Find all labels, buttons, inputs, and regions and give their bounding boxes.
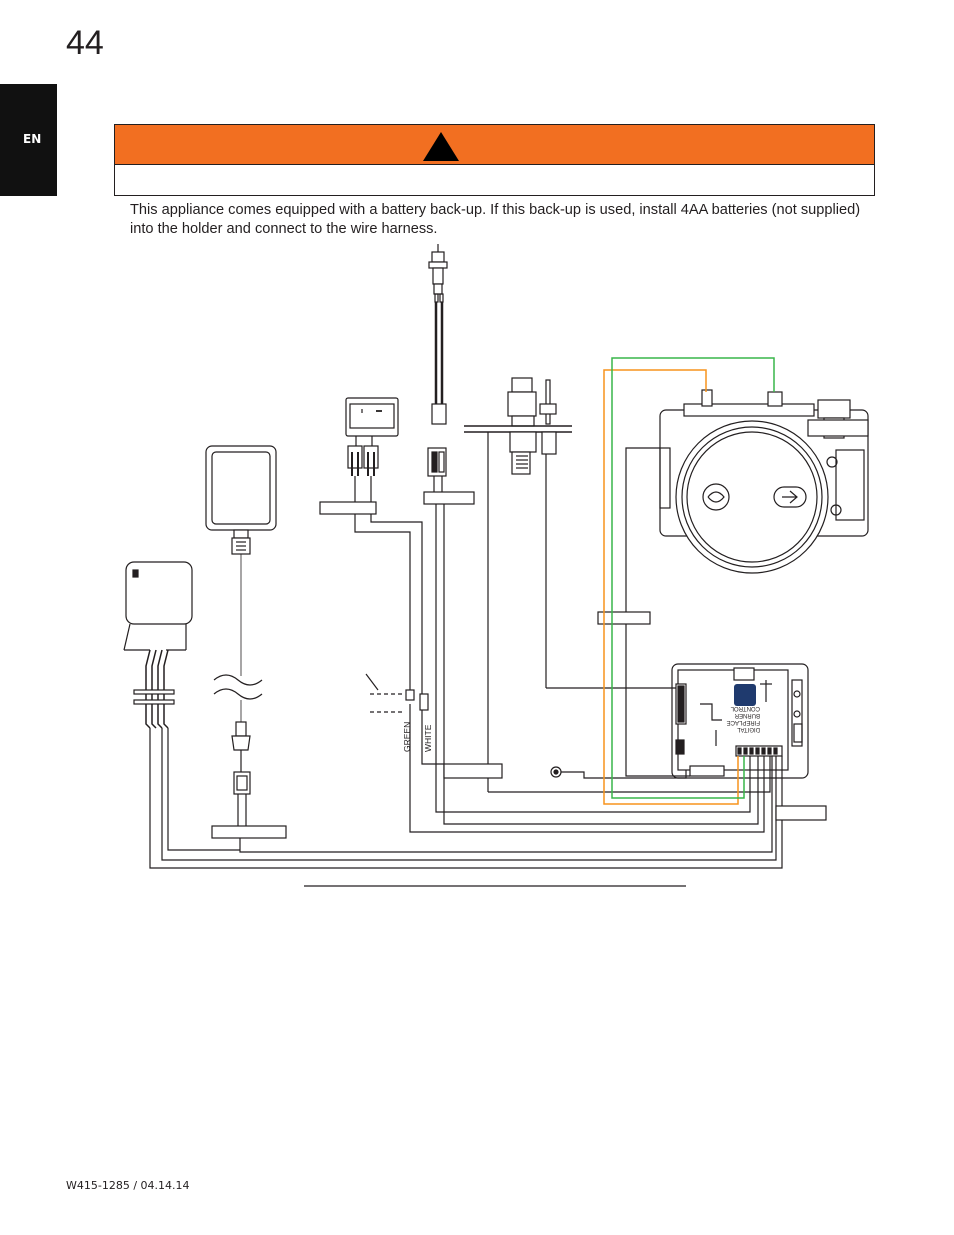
module-label-line3: BURNER — [734, 712, 760, 718]
green-wire — [611, 357, 775, 799]
intro-paragraph: This appliance comes equipped with a bat… — [130, 202, 861, 237]
warning-band — [115, 125, 874, 165]
orange-wire — [603, 369, 739, 805]
control-module-icon — [671, 663, 809, 779]
language-tab-label: EN — [23, 132, 42, 146]
module-label-line1: DIGITAL — [736, 726, 760, 732]
module-label-line2: FIREPLACE — [727, 719, 760, 725]
gas-valve-icon — [659, 389, 869, 574]
language-tab[interactable]: EN — [0, 84, 57, 196]
battery-holder-icon — [123, 561, 193, 729]
toggle-switch-icon — [428, 244, 448, 425]
warning-box — [114, 124, 875, 196]
page-number: 44 — [66, 24, 104, 62]
module-label-line4: CONTROL — [730, 705, 760, 711]
pilot-assembly-icon — [464, 377, 572, 792]
rocker-switch-icon — [319, 397, 399, 515]
document-code: W415-1285 / 04.14.14 — [66, 1179, 190, 1192]
inline-connector-icon — [423, 447, 475, 505]
warning-triangle-icon — [423, 132, 459, 161]
power-adapter-icon — [205, 445, 287, 839]
white-wire-label: WHITE — [423, 724, 433, 752]
green-wire-label: GREEN — [402, 722, 412, 752]
